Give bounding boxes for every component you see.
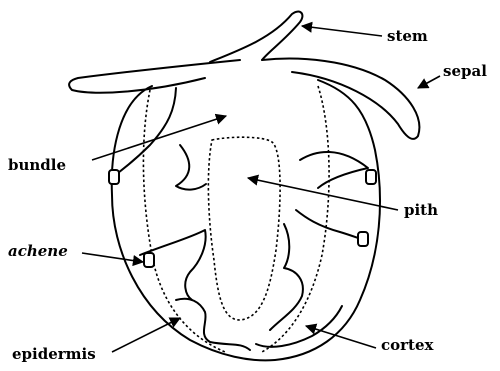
- fruit-outline: [112, 80, 380, 360]
- achene-right-lower: [358, 232, 368, 246]
- bundle-ring-right: [262, 86, 329, 352]
- pith-region: [208, 137, 280, 320]
- pointer-achene: [82, 253, 143, 262]
- cortex-strand-5: [300, 152, 368, 188]
- sepal-right-outline: [262, 59, 419, 139]
- cortex-strand-2: [176, 145, 206, 190]
- cortex-strand-4: [176, 299, 250, 350]
- achene-left-lower: [144, 253, 154, 267]
- pointer-stem: [302, 26, 382, 36]
- label-bundle: bundle: [8, 156, 66, 174]
- pointer-epidermis: [112, 318, 180, 352]
- achene-left-upper: [109, 170, 119, 184]
- label-stem: stem: [387, 27, 428, 45]
- label-sepal: sepal: [443, 62, 487, 80]
- achene-right-upper: [366, 170, 376, 184]
- label-epidermis: epidermis: [12, 345, 96, 363]
- label-achene: achene: [8, 242, 68, 260]
- sepal-left-outline: [69, 60, 240, 93]
- pointer-sepal: [418, 76, 440, 88]
- pointer-bundle: [92, 116, 226, 160]
- cortex-strand-6: [296, 210, 364, 240]
- label-pith: pith: [404, 201, 438, 219]
- label-cortex: cortex: [381, 336, 435, 354]
- cortex-strand-7: [270, 224, 303, 330]
- stem-outline: [210, 12, 302, 62]
